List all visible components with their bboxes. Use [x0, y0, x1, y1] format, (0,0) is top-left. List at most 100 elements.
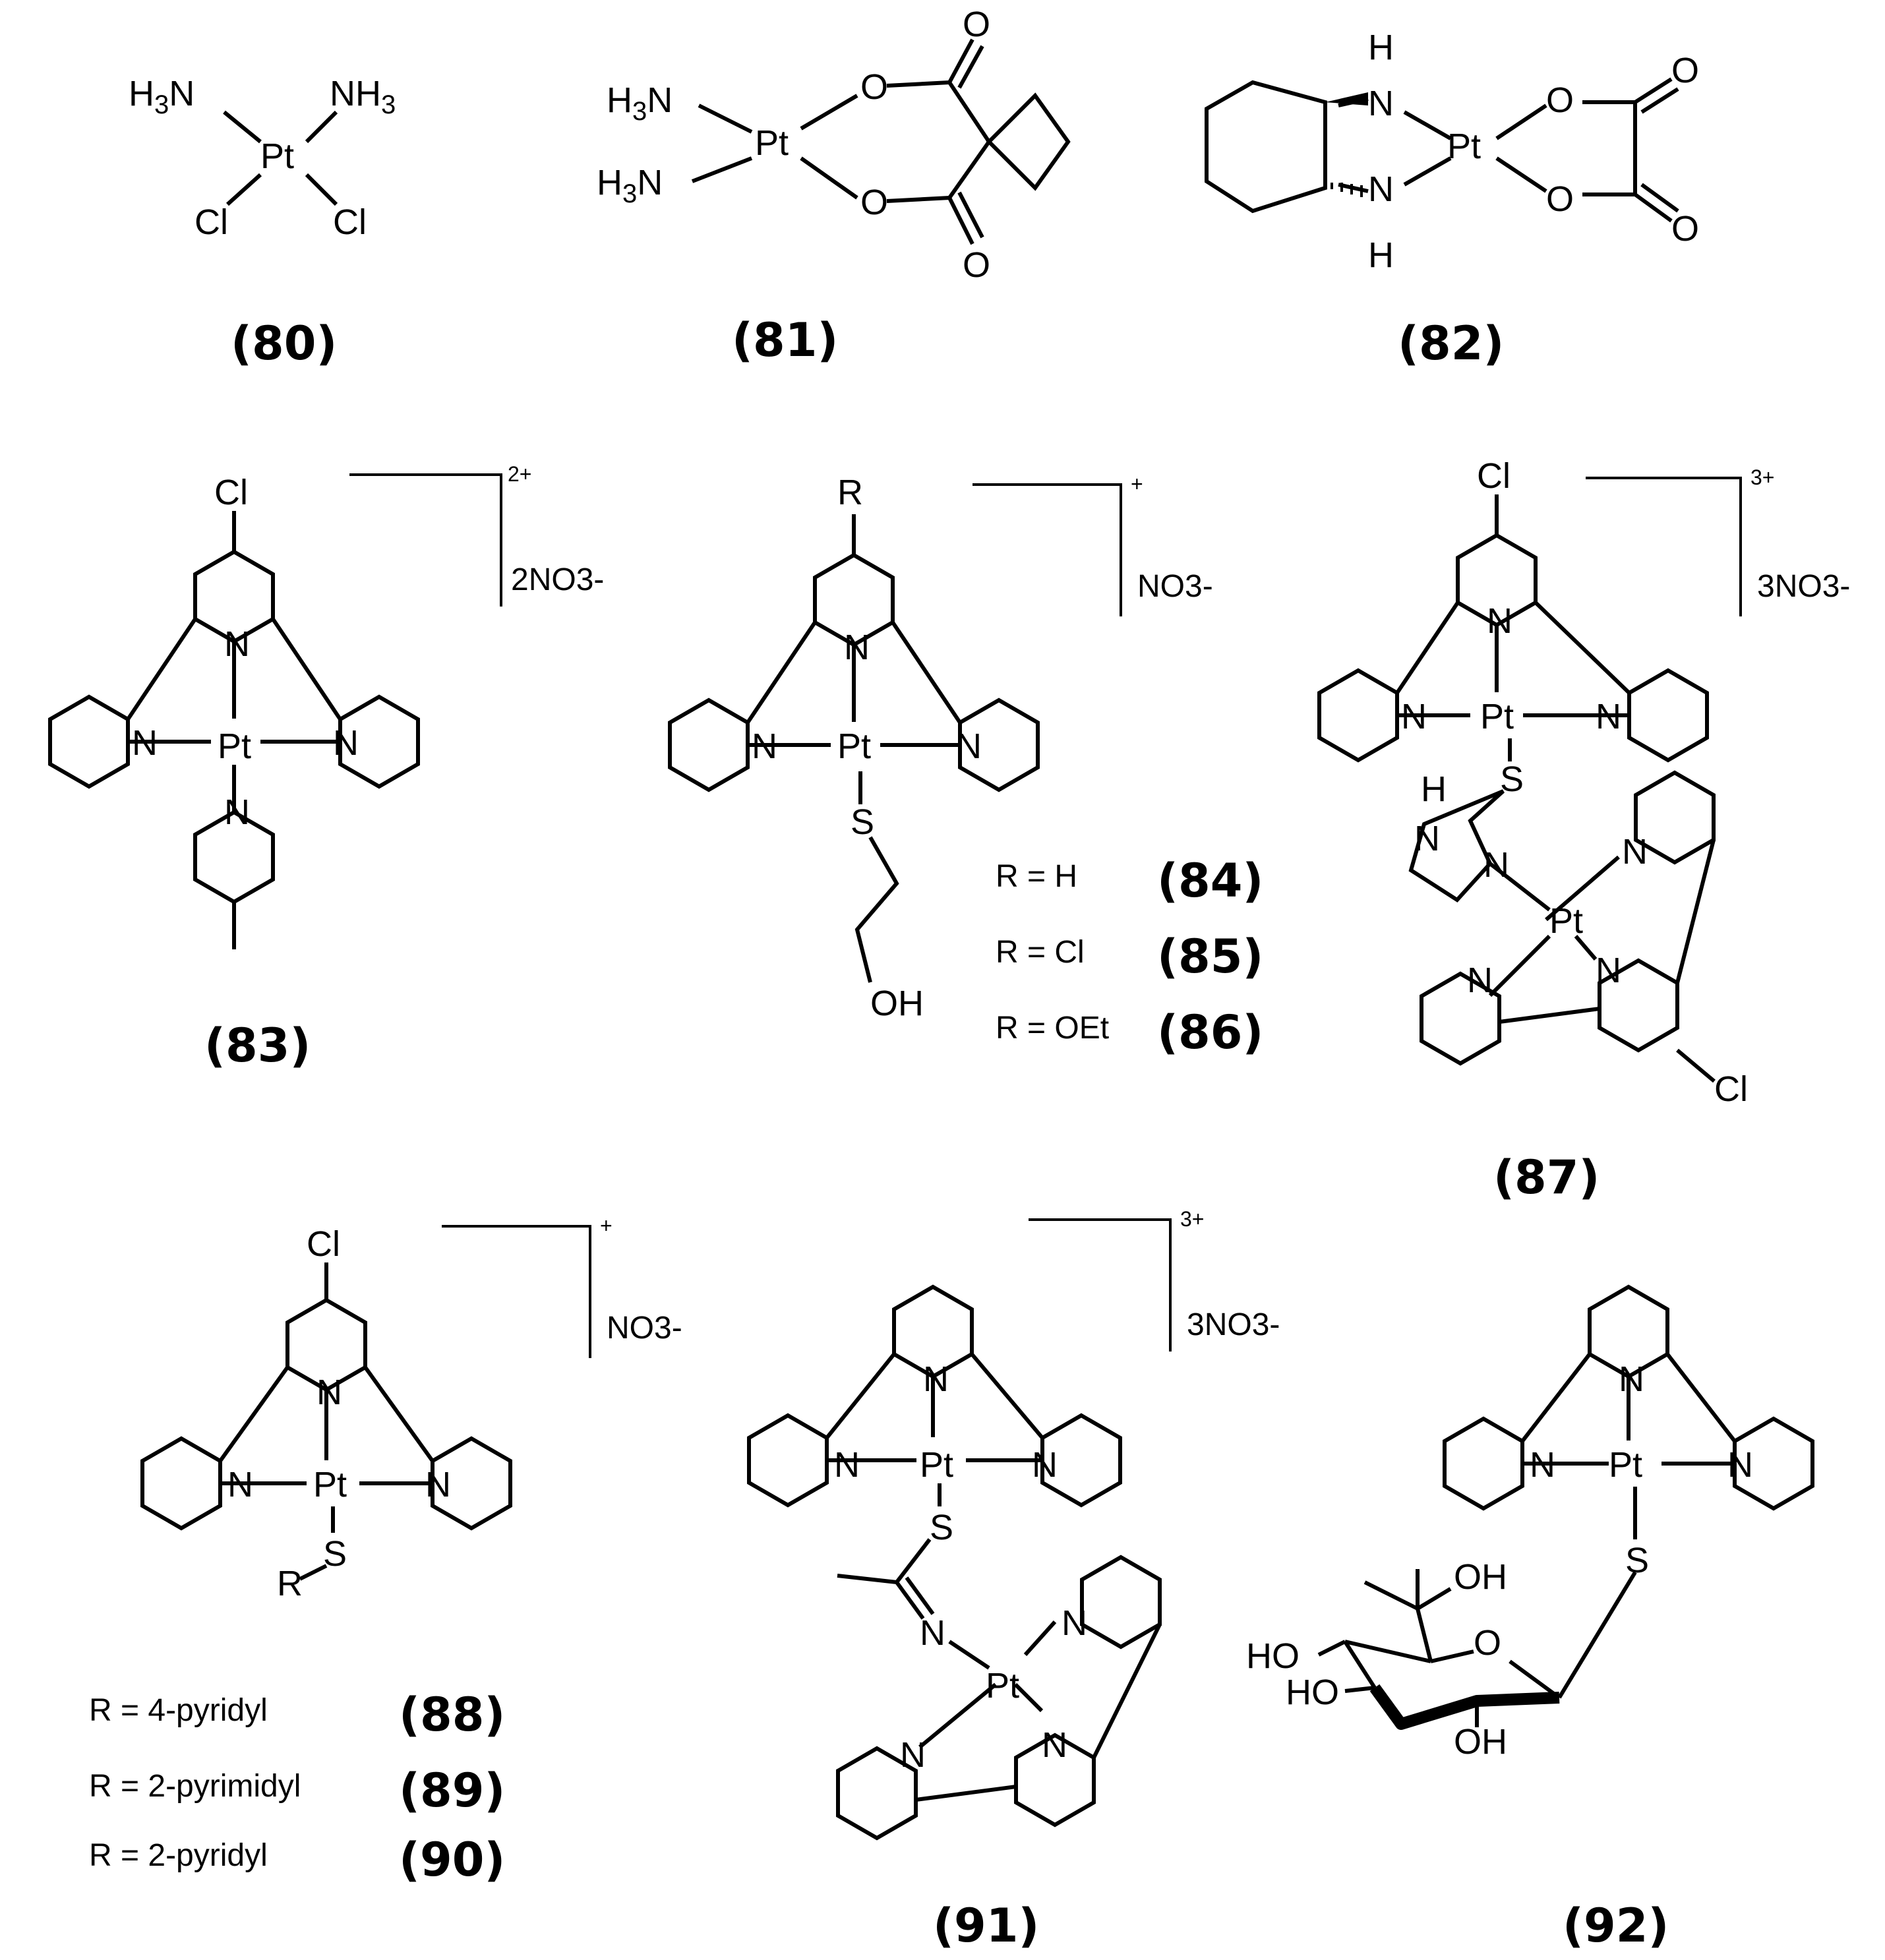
svg-text:NO3-: NO3-	[1137, 569, 1213, 604]
svg-text:H3N: H3N	[597, 163, 663, 208]
svg-text:N: N	[1414, 819, 1440, 858]
svg-text:N: N	[1368, 169, 1394, 209]
svg-text:N: N	[834, 1445, 860, 1485]
svg-text:N: N	[1727, 1445, 1753, 1485]
svg-text:3+: 3+	[1180, 1207, 1204, 1231]
svg-text:R = 4-pyridyl: R = 4-pyridyl	[89, 1693, 268, 1728]
svg-text:2+: 2+	[508, 462, 531, 486]
label-83: (83)	[204, 1019, 311, 1073]
label-84: (84)	[1157, 854, 1263, 908]
label-91: (91)	[933, 1899, 1039, 1953]
svg-text:Pt: Pt	[1480, 697, 1514, 736]
svg-text:HO: HO	[1246, 1636, 1300, 1676]
compound-81: H3N H3N Pt O O O O (81)	[597, 5, 1071, 367]
svg-text:N: N	[1042, 1725, 1067, 1765]
label-81: (81)	[732, 313, 838, 367]
compound-87: Cl Pt N N N S H N	[1319, 456, 1850, 1204]
svg-text:3+: 3+	[1750, 465, 1774, 489]
svg-text:OH: OH	[1454, 1557, 1507, 1597]
svg-text:R: R	[277, 1564, 303, 1603]
svg-text:H3N: H3N	[607, 80, 673, 126]
svg-text:R = 2-pyrimidyl: R = 2-pyrimidyl	[89, 1769, 301, 1804]
label-82: (82)	[1398, 316, 1504, 371]
svg-text:Pt: Pt	[755, 123, 789, 163]
svg-text:NH3: NH3	[330, 74, 396, 119]
label-85: (85)	[1157, 930, 1263, 984]
svg-text:HO: HO	[1286, 1673, 1339, 1712]
svg-text:O: O	[1546, 80, 1574, 120]
svg-text:R = Cl: R = Cl	[996, 935, 1085, 970]
svg-text:N: N	[1619, 1359, 1644, 1399]
svg-text:N: N	[224, 624, 250, 664]
svg-text:OH: OH	[870, 984, 924, 1023]
svg-text:Pt: Pt	[218, 727, 251, 766]
svg-text:S: S	[851, 802, 874, 842]
svg-text:N: N	[1487, 601, 1512, 641]
svg-text:R: R	[837, 473, 863, 512]
svg-text:S: S	[1625, 1541, 1649, 1580]
svg-text:H3N: H3N	[129, 74, 194, 119]
svg-text:Pt: Pt	[1549, 901, 1583, 941]
svg-text:O: O	[963, 245, 990, 285]
svg-text:O: O	[1546, 179, 1574, 219]
svg-text:N: N	[316, 1373, 342, 1412]
svg-text:N: N	[132, 723, 158, 763]
compound-83: Cl Pt N N N N 2+ 2NO3- (83)	[50, 462, 604, 1073]
svg-text:N: N	[1622, 832, 1648, 872]
label-80: (80)	[231, 316, 337, 371]
svg-text:S: S	[1500, 759, 1524, 799]
svg-text:H: H	[1368, 28, 1394, 67]
svg-text:Pt: Pt	[313, 1465, 347, 1504]
svg-text:S: S	[323, 1534, 347, 1574]
svg-text:N: N	[1062, 1603, 1087, 1643]
svg-text:N: N	[1596, 697, 1621, 736]
svg-text:+: +	[600, 1214, 613, 1237]
svg-text:N: N	[224, 792, 250, 832]
svg-text:NO3-: NO3-	[607, 1311, 682, 1346]
svg-text:Pt: Pt	[1447, 127, 1481, 166]
svg-text:N: N	[920, 1613, 945, 1653]
compound-84-86: R Pt N N N S OH + NO3- R = H R = Cl R = …	[670, 472, 1263, 1059]
svg-text:Pt: Pt	[260, 136, 294, 176]
svg-text:3NO3-: 3NO3-	[1187, 1307, 1280, 1342]
svg-text:N: N	[923, 1359, 949, 1399]
compound-80: H3N NH3 Pt Cl Cl (80)	[129, 74, 396, 371]
svg-text:N: N	[1596, 951, 1621, 990]
svg-text:Cl: Cl	[1714, 1069, 1748, 1109]
svg-text:3NO3-: 3NO3-	[1757, 569, 1850, 604]
svg-text:N: N	[333, 723, 359, 763]
svg-text:N: N	[1483, 845, 1509, 885]
svg-text:N: N	[900, 1735, 926, 1775]
svg-text:N: N	[956, 727, 982, 766]
label-90: (90)	[399, 1833, 505, 1887]
svg-text:N: N	[1401, 697, 1427, 736]
svg-text:N: N	[1467, 961, 1493, 1000]
svg-text:S: S	[930, 1508, 953, 1547]
svg-text:N: N	[1032, 1445, 1058, 1485]
svg-text:R = OEt: R = OEt	[996, 1011, 1109, 1046]
svg-text:Pt: Pt	[986, 1666, 1019, 1706]
svg-text:OH: OH	[1454, 1722, 1507, 1762]
svg-text:O: O	[1671, 51, 1699, 90]
svg-text:O: O	[860, 183, 888, 222]
svg-text:N: N	[425, 1465, 451, 1504]
svg-text:Cl: Cl	[1477, 456, 1511, 496]
svg-text:Pt: Pt	[920, 1445, 953, 1485]
label-87: (87)	[1493, 1150, 1600, 1204]
svg-text:O: O	[1474, 1623, 1501, 1663]
svg-text:Pt: Pt	[1609, 1445, 1642, 1485]
svg-text:R = 2-pyridyl: R = 2-pyridyl	[89, 1838, 268, 1873]
svg-text:R = H: R = H	[996, 859, 1077, 894]
svg-text:O: O	[963, 5, 990, 44]
svg-text:N: N	[1368, 84, 1394, 123]
svg-text:N: N	[844, 628, 870, 667]
svg-text:H: H	[1421, 769, 1447, 809]
svg-text:N: N	[752, 727, 777, 766]
compound-88-90: Cl Pt N N N S R + NO3- R = 4-pyridyl R =…	[89, 1214, 682, 1887]
compound-91: Pt N N N S N Pt N N N 3+ 3NO3- (91)	[749, 1207, 1280, 1953]
svg-text:N: N	[227, 1465, 253, 1504]
label-86: (86)	[1157, 1005, 1263, 1059]
label-92: (92)	[1563, 1899, 1669, 1953]
